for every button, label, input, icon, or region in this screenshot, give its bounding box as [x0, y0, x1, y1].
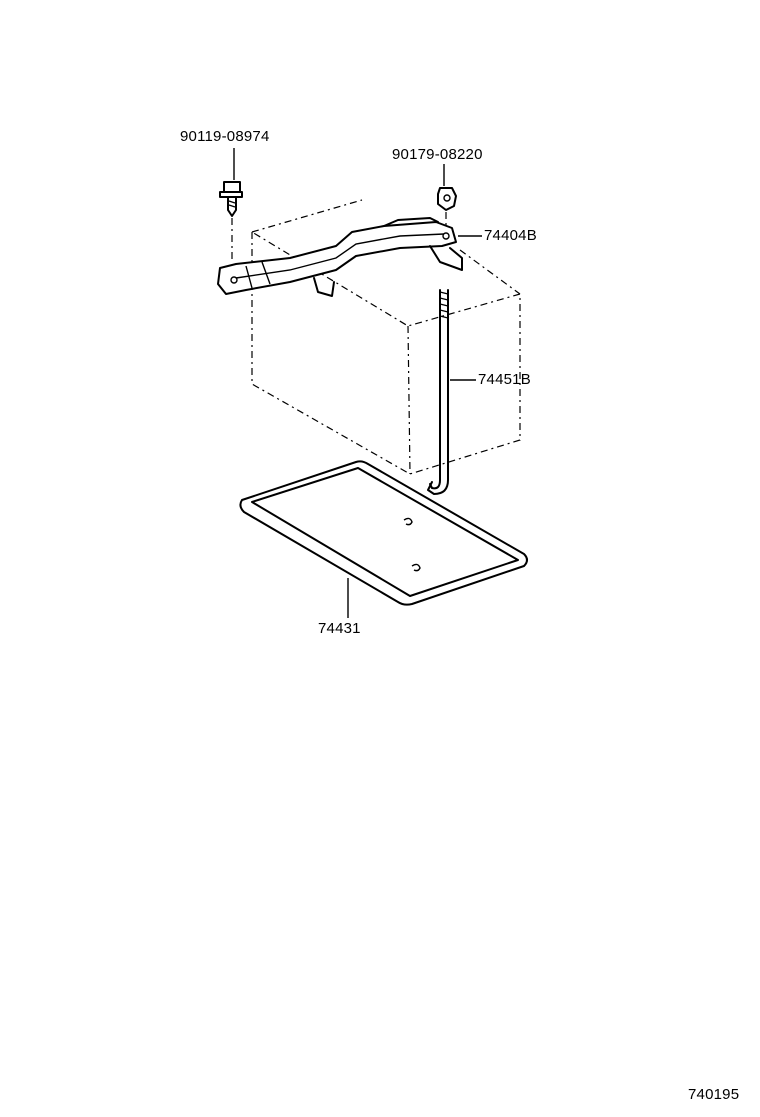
battery-clamp — [217, 217, 463, 297]
label-nut-right: 90179-08220 — [392, 146, 483, 163]
nut-right-icon — [437, 187, 457, 228]
figure-code: 740195 — [688, 1086, 740, 1103]
battery-outline — [251, 199, 521, 475]
label-bolt-left: 90119-08974 — [180, 128, 270, 145]
hold-down-rod — [427, 289, 449, 495]
label-tray: 74431 — [318, 620, 361, 637]
battery-tray — [239, 460, 528, 606]
label-clamp: 74404B — [484, 227, 537, 244]
label-rod: 74451B — [478, 371, 531, 388]
bolt-left-icon — [219, 181, 243, 262]
